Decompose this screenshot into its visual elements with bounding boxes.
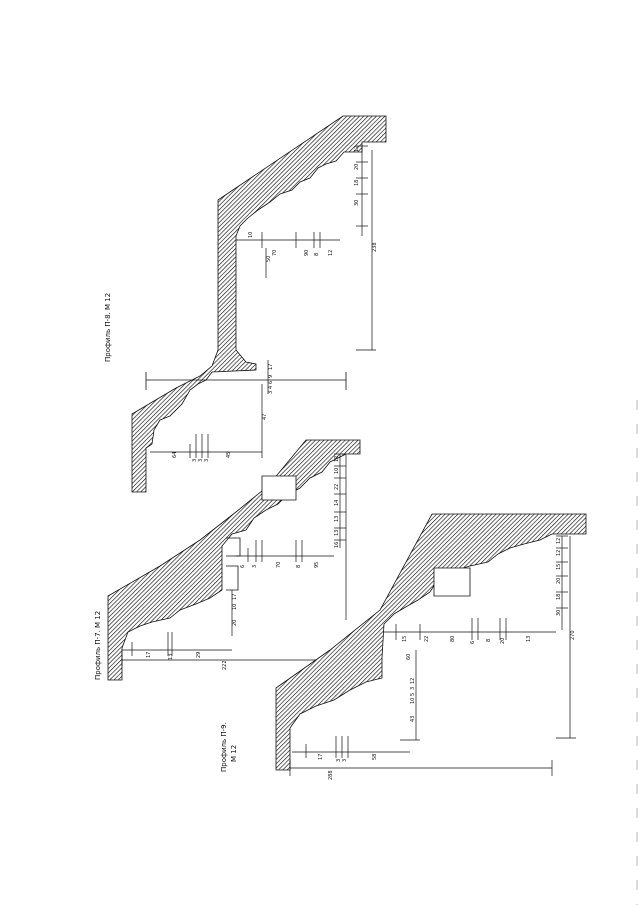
p9-label-line1: Профиль П-9. — [220, 722, 228, 772]
p7-dim-left-2: 10 — [232, 604, 238, 610]
p9-dim-left-5: 10 — [410, 698, 416, 704]
p9-dim-mid-7: 13 — [526, 636, 532, 642]
profile-p7: 12 10 22 14 13 13 16 6 3 70 8 95 17 10 2… — [94, 439, 361, 681]
p9-dim-right-6: 30 — [556, 610, 562, 616]
p9-dim-left-4: 5 — [410, 693, 416, 696]
p7-dim-right-2: 10 — [334, 468, 340, 474]
p8-dim-right-4: 30 — [354, 200, 360, 206]
p7-dim-mid-5: 95 — [314, 562, 320, 568]
p9-dim-right-2: 12 — [556, 550, 562, 556]
p9-dim-mid-5: 80 — [450, 636, 456, 642]
profile-p8: 12 20 18 30 10 70 90 8 12 238 50 17 9 6 … — [104, 115, 387, 493]
p9-dim-left-3: 3 — [410, 687, 416, 690]
p7-dim-bottom-1: 17 — [146, 652, 152, 658]
p9-dim-right-1: 12 — [556, 538, 562, 544]
p9-dim-bottom-2: 3 — [336, 759, 342, 762]
p7-dim-left-3: 20 — [232, 620, 238, 626]
p7-hatched-section — [107, 439, 361, 681]
p9-dim-right-4: 20 — [556, 578, 562, 584]
p8-dim-right-1: 12 — [354, 146, 360, 152]
p7-dim-mid-3: 70 — [276, 562, 282, 568]
p7-dim-bottom-3: 29 — [196, 652, 202, 658]
p9-label-line2: М 12 — [230, 745, 238, 762]
p8-dim-right-3: 18 — [354, 180, 360, 186]
p8-dim-left-4: 3 — [198, 459, 204, 462]
p8-dim-mid-3: 90 — [304, 250, 310, 256]
p7-dim-mid-2: 3 — [252, 565, 258, 568]
p8-dim-right-2: 20 — [354, 164, 360, 170]
p8-dim-left-3: 3 — [192, 459, 198, 462]
p8-dim-left-6: 45 — [226, 452, 232, 458]
p9-dim-mid-1: 15 — [402, 636, 408, 642]
p8-hatched-section — [131, 115, 387, 493]
p9-dim-mid-2: 22 — [424, 636, 430, 642]
p7-dim-right-1: 12 — [334, 456, 340, 462]
p8-dim-left-2: 64 — [172, 452, 178, 458]
p9-dim-left-1: 43 — [410, 716, 416, 722]
p7-dim-right-6: 13 — [334, 530, 340, 536]
p7-dim-right-3: 22 — [334, 484, 340, 490]
p9-dim-left-2: 12 — [410, 678, 416, 684]
p7-dim-bottom-2: 13 — [168, 654, 174, 660]
p8-dim-total: 238 — [372, 242, 378, 252]
p8-dim-left-5: 3 — [204, 459, 210, 462]
p9-dim-bottom-3: 3 — [342, 759, 348, 762]
p7-dim-total: 222 — [222, 660, 228, 670]
p8-dim-mid-1: 10 — [248, 232, 254, 238]
p8-label: Профиль П-8. М 12 — [104, 293, 112, 362]
p9-inner-block — [433, 567, 471, 597]
p7-label: Профиль П-7. М 12 — [94, 611, 102, 680]
p8-dim-stack-2: 9 — [268, 375, 274, 378]
p9-dim-right-5: 18 — [556, 594, 562, 600]
p8-dim-stack-1: 17 — [268, 364, 274, 370]
p9-dim-mid-3: 6 — [470, 641, 476, 644]
p7-dim-mid-4: 8 — [296, 565, 302, 568]
p7-dim-mid-1: 6 — [240, 565, 246, 568]
p7-dim-left-1: 17 — [232, 594, 238, 600]
p9-dim-total: 288 — [328, 770, 334, 780]
p9-dim-bottom-4: 58 — [372, 754, 378, 760]
p7-dim-right-7: 16 — [334, 542, 340, 548]
p8-dim-mid-4: 8 — [314, 253, 320, 256]
p8-dim-mid-5: 12 — [328, 250, 334, 256]
p9-dim-mid-6: 20 — [500, 638, 506, 644]
p8-dim-stack-4: 4 — [268, 386, 274, 389]
profile-p9: 12 12 15 20 18 30 270 15 22 6 8 80 20 13… — [220, 513, 587, 780]
p9-dim-bottom-1: 17 — [318, 754, 324, 760]
p9-dim-total-right: 270 — [570, 630, 576, 640]
p8-dim-stack-5: 3 — [268, 391, 274, 394]
p8-dim-small: 50 — [266, 256, 272, 262]
p7-dim-right-4: 14 — [334, 500, 340, 506]
p7-inner-block — [261, 475, 297, 501]
p8-dim-mid-2: 70 — [272, 250, 278, 256]
p9-dim-right-3: 15 — [556, 564, 562, 570]
p8-dim-stack-3: 6 — [268, 381, 274, 384]
p8-dim-left-1: 47 — [262, 414, 268, 420]
p7-dim-right-5: 13 — [334, 516, 340, 522]
p9-label-dim-mid: 60 — [406, 654, 412, 660]
p9-dim-mid-4: 8 — [486, 639, 492, 642]
p9-hatched-section — [275, 513, 587, 771]
